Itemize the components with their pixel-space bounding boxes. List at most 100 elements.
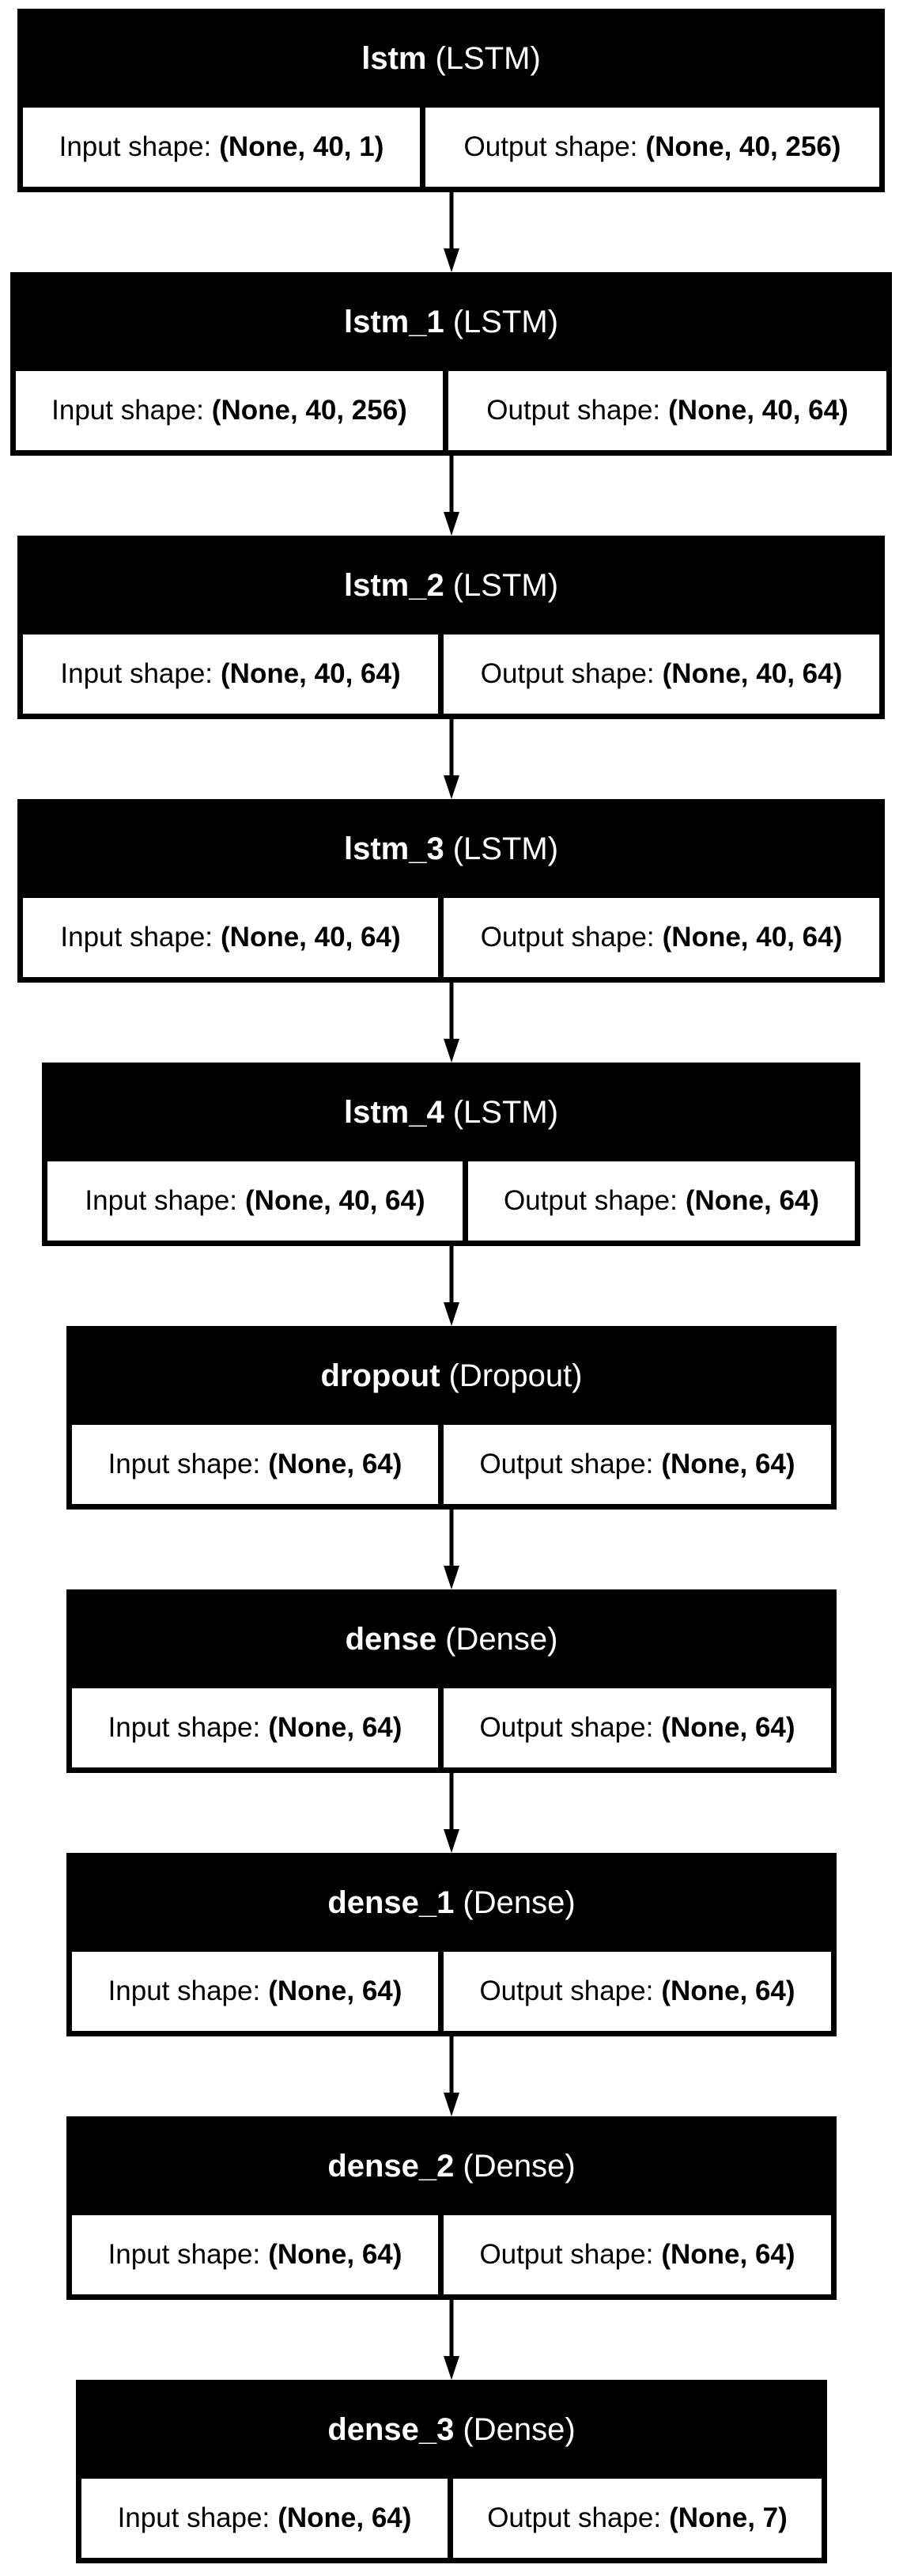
output-shape-label: Output shape: bbox=[480, 922, 655, 953]
input-shape-value: (None, 64) bbox=[268, 1712, 402, 1743]
layer-type: (Dense) bbox=[463, 1885, 576, 1920]
output-shape-cell: Output shape:(None, 40, 64) bbox=[448, 371, 886, 450]
layer-node: dense_2(Dense)Input shape:(None, 64)Outp… bbox=[66, 2116, 837, 2300]
input-shape-cell: Input shape:(None, 40, 64) bbox=[47, 1161, 463, 1241]
layer-type: (LSTM) bbox=[452, 304, 559, 339]
layer-type: (LSTM) bbox=[452, 831, 559, 866]
output-shape-label: Output shape: bbox=[479, 1712, 654, 1743]
layer-node: dense_1(Dense)Input shape:(None, 64)Outp… bbox=[66, 1853, 837, 2036]
output-shape-label: Output shape: bbox=[480, 658, 655, 689]
output-shape-value: (None, 64) bbox=[661, 1712, 795, 1743]
input-shape-value: (None, 40, 256) bbox=[211, 395, 407, 426]
input-shape-label: Input shape: bbox=[108, 1976, 261, 2006]
output-shape-value: (None, 64) bbox=[661, 1449, 795, 1479]
output-shape-cell: Output shape:(None, 64) bbox=[444, 1425, 831, 1504]
layer-header: lstm_4(LSTM) bbox=[47, 1068, 855, 1157]
output-shape-cell: Output shape:(None, 64) bbox=[444, 1952, 831, 2031]
connector-arrow bbox=[444, 983, 459, 1063]
input-shape-cell: Input shape:(None, 40, 256) bbox=[16, 371, 443, 450]
layer-type: (LSTM) bbox=[452, 567, 559, 603]
layer-header: lstm_3(LSTM) bbox=[23, 805, 879, 893]
input-shape-value: (None, 40, 64) bbox=[221, 658, 401, 689]
layer-type: (Dense) bbox=[463, 2411, 576, 2447]
layer-header: dense_3(Dense) bbox=[81, 2385, 822, 2474]
layer-header: lstm_2(LSTM) bbox=[23, 541, 879, 630]
output-shape-cell: Output shape:(None, 7) bbox=[453, 2479, 822, 2558]
input-shape-label: Input shape: bbox=[108, 1712, 261, 1743]
output-shape-value: (None, 40, 64) bbox=[662, 922, 843, 953]
output-shape-cell: Output shape:(None, 64) bbox=[468, 1161, 855, 1241]
input-shape-label: Input shape: bbox=[59, 131, 212, 162]
output-shape-label: Output shape: bbox=[479, 1976, 654, 2006]
output-shape-value: (None, 64) bbox=[661, 1976, 795, 2006]
output-shape-cell: Output shape:(None, 64) bbox=[444, 1688, 831, 1767]
input-shape-label: Input shape: bbox=[117, 2502, 270, 2533]
output-shape-label: Output shape: bbox=[479, 1449, 654, 1479]
output-shape-value: (None, 40, 64) bbox=[662, 658, 843, 689]
layer-node: lstm_2(LSTM)Input shape:(None, 40, 64)Ou… bbox=[17, 536, 885, 719]
input-shape-cell: Input shape:(None, 64) bbox=[72, 1952, 438, 2031]
connector-arrow bbox=[444, 1773, 459, 1853]
layer-header: dense(Dense) bbox=[72, 1595, 831, 1684]
layer-name: dense_2 bbox=[327, 2148, 455, 2184]
layer-name: dense_1 bbox=[327, 1885, 455, 1920]
layer-type: (Dense) bbox=[463, 2148, 576, 2184]
layer-node: lstm_3(LSTM)Input shape:(None, 40, 64)Ou… bbox=[17, 799, 885, 983]
input-shape-label: Input shape: bbox=[108, 2239, 261, 2270]
output-shape-label: Output shape: bbox=[503, 1185, 678, 1216]
layer-node: dropout(Dropout)Input shape:(None, 64)Ou… bbox=[66, 1326, 837, 1510]
layer-name: dense_3 bbox=[327, 2411, 455, 2447]
layer-name: lstm_2 bbox=[343, 567, 444, 603]
input-shape-label: Input shape: bbox=[60, 658, 213, 689]
output-shape-label: Output shape: bbox=[479, 2239, 654, 2270]
connector-arrow bbox=[444, 2036, 459, 2116]
connector-arrow bbox=[444, 1510, 459, 1589]
output-shape-cell: Output shape:(None, 64) bbox=[444, 2215, 831, 2294]
layer-name: dropout bbox=[320, 1358, 440, 1393]
input-shape-label: Input shape: bbox=[85, 1185, 238, 1216]
output-shape-cell: Output shape:(None, 40, 256) bbox=[425, 108, 879, 187]
input-shape-value: (None, 64) bbox=[268, 1449, 402, 1479]
input-shape-cell: Input shape: (None, 64) bbox=[81, 2479, 448, 2558]
layer-name: lstm_4 bbox=[343, 1094, 444, 1130]
layer-type: (Dense) bbox=[445, 1621, 558, 1657]
connector-arrow bbox=[444, 456, 459, 536]
connector-arrow bbox=[444, 1246, 459, 1326]
output-shape-label: Output shape: bbox=[463, 131, 638, 162]
layer-name: lstm_1 bbox=[343, 304, 444, 339]
output-shape-value: (None, 64) bbox=[685, 1185, 820, 1216]
layer-name: lstm_3 bbox=[343, 831, 444, 866]
output-shape-value: (None, 64) bbox=[661, 2239, 795, 2270]
input-shape-value: (None, 40, 1) bbox=[219, 131, 384, 162]
output-shape-value: (None, 7) bbox=[669, 2502, 788, 2533]
output-shape-label: Output shape: bbox=[486, 395, 661, 426]
input-shape-label: Input shape: bbox=[60, 922, 213, 953]
layer-name: dense bbox=[345, 1621, 437, 1657]
output-shape-cell: Output shape:(None, 40, 64) bbox=[444, 898, 879, 977]
output-shape-cell: Output shape:(None, 40, 64) bbox=[444, 635, 879, 714]
connector-arrow bbox=[444, 192, 459, 272]
layer-node: lstm(LSTM)Input shape:(None, 40, 1)Outpu… bbox=[17, 9, 885, 192]
layer-node: dense(Dense)Input shape:(None, 64)Output… bbox=[66, 1589, 837, 1773]
layer-node: lstm_4(LSTM)Input shape:(None, 40, 64)Ou… bbox=[42, 1063, 860, 1246]
layer-node: dense_3(Dense) Input shape: (None, 64) Outp… bbox=[76, 2380, 827, 2563]
input-shape-cell: Input shape:(None, 64) bbox=[72, 1425, 438, 1504]
layer-name: lstm bbox=[361, 40, 427, 76]
input-shape-value: (None, 64) bbox=[278, 2502, 412, 2533]
input-shape-cell: Input shape: (None, 40, 64) bbox=[23, 898, 438, 977]
input-shape-value: (None, 64) bbox=[268, 2239, 402, 2270]
output-shape-value: (None, 40, 256) bbox=[645, 131, 841, 162]
layer-header: dropout(Dropout) bbox=[72, 1332, 831, 1420]
input-shape-value: (None, 40, 64) bbox=[221, 922, 401, 953]
layer-node: lstm_1(LSTM)Input shape:(None, 40, 256)O… bbox=[10, 272, 892, 456]
input-shape-value: (None, 40, 64) bbox=[245, 1185, 425, 1216]
connector-arrow bbox=[444, 2300, 459, 2380]
layer-type: (LSTM) bbox=[435, 40, 541, 76]
input-shape-cell: Input shape:(None, 40, 1) bbox=[23, 108, 420, 187]
connector-arrow bbox=[444, 719, 459, 799]
layer-header: dense_2(Dense) bbox=[72, 2122, 831, 2210]
input-shape-cell: Input shape:(None, 64) bbox=[72, 1688, 438, 1767]
input-shape-label: Input shape: bbox=[51, 395, 204, 426]
layer-header: lstm_1(LSTM) bbox=[16, 278, 886, 366]
